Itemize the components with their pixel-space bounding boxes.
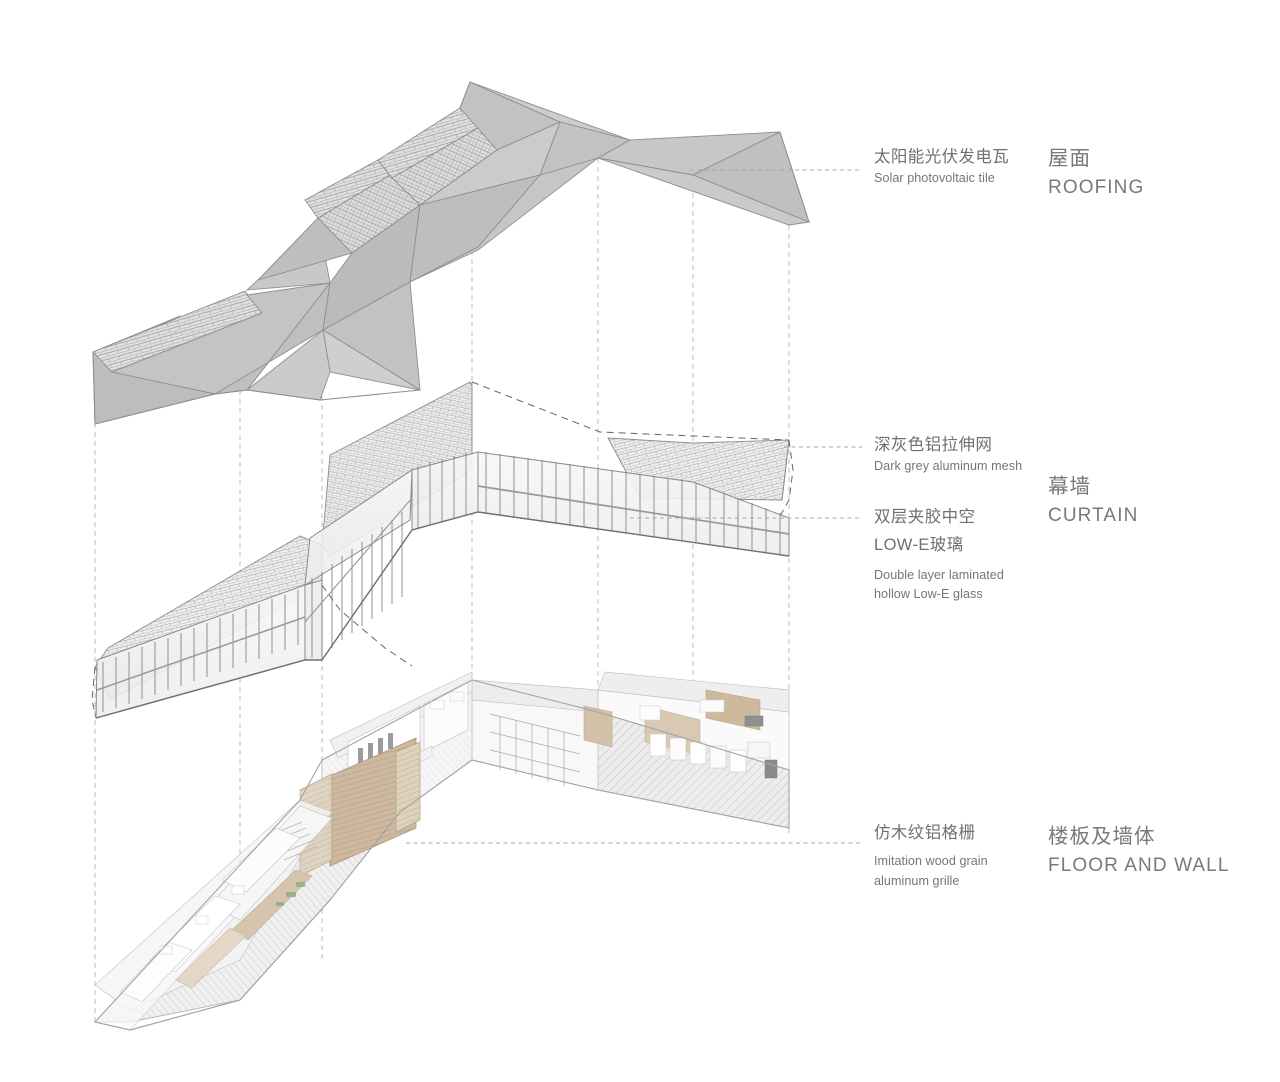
curtain-layer: [91, 381, 794, 719]
annotation-label-en-line2: hollow Low-E glass: [874, 586, 983, 601]
glass-mullions: [311, 512, 403, 658]
category-label-cn: 楼板及墙体: [1048, 825, 1156, 848]
annotation-label-en: Solar photovoltaic tile: [874, 171, 995, 186]
explode-connector: [321, 584, 413, 667]
roof-fascia-edge: [459, 81, 810, 223]
glass-mullions: [417, 452, 467, 528]
annotation-low-e-glass: 双层夹胶中空 LOW-E玻璃 Double layer laminated ho…: [874, 506, 1004, 604]
glass-mullions: [102, 590, 299, 712]
annotation-dark-grey-aluminum-mesh: 深灰色铝拉伸网 Dark grey aluminum mesh: [874, 434, 1022, 477]
category-roofing: 屋面 ROOFING: [1048, 144, 1144, 202]
annotation-imitation-wood-grain-grille: 仿木纹铝格栅 Imitation wood grain aluminum gri…: [874, 822, 988, 891]
category-label-cn: 幕墙: [1048, 475, 1091, 498]
annotation-label-cn: 双层夹胶中空: [874, 508, 976, 526]
annotation-label-en: Dark grey aluminum mesh: [874, 459, 1023, 474]
category-label-en: CURTAIN: [1048, 504, 1139, 526]
floor-and-wall-layer: [93, 671, 790, 1031]
glass-mullions: [485, 452, 781, 555]
annotation-label-en-line2: aluminum grille: [874, 873, 960, 888]
category-label-cn: 屋面: [1048, 147, 1091, 170]
annotation-label-cn-line2: LOW-E玻璃: [874, 536, 964, 555]
category-floor-and-wall: 楼板及墙体 FLOOR AND WALL: [1048, 822, 1230, 880]
interior-walls-right: [597, 671, 790, 779]
glass-curtain-panel: [304, 579, 323, 661]
glass-transom-rail: [304, 497, 413, 623]
interior-walls-centre: [471, 679, 613, 791]
roof-layer: [92, 81, 811, 425]
annotation-label-en: Double layer laminated: [874, 567, 1004, 582]
glass-sill-edge: [95, 511, 790, 719]
floor-outline: [93, 679, 790, 1031]
leader-lines: [406, 169, 862, 844]
annotation-label-cn: 太阳能光伏发电瓦: [874, 148, 1010, 166]
roof-facet: [597, 157, 811, 226]
category-label-en: ROOFING: [1048, 176, 1145, 198]
roof-fascia-edge: [92, 351, 421, 425]
explode-connector: [91, 666, 97, 719]
explode-connector: [778, 439, 794, 519]
annotation-solar-photovoltaic-tile: 太阳能光伏发电瓦 Solar photovoltaic tile: [874, 146, 1009, 189]
glass-transom-rail: [477, 485, 790, 535]
category-label-en: FLOOR AND WALL: [1048, 854, 1230, 876]
annotation-label-cn: 深灰色铝拉伸网: [874, 436, 993, 454]
glass-transom-rail: [96, 616, 306, 691]
annotation-label-en: Imitation wood grain: [874, 854, 988, 869]
imitation-wood-grain-grille: [299, 737, 421, 877]
explode-connector: [471, 381, 790, 441]
category-curtain: 幕墙 CURTAIN: [1048, 472, 1138, 530]
annotation-label-cn: 仿木纹铝格栅: [874, 824, 976, 842]
planting-accent: [276, 882, 305, 906]
